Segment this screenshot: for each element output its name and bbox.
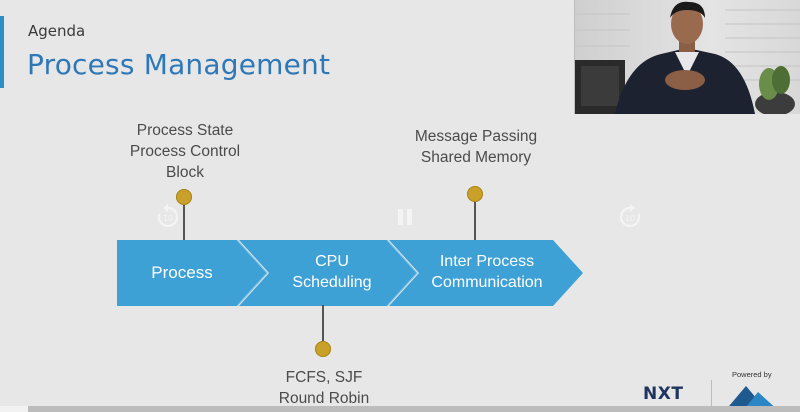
powered-by-label: Powered by (732, 370, 772, 379)
chevron-cpu (239, 240, 417, 306)
nxt-logo-text: NXT (643, 384, 684, 404)
annotation-line: Process State (136, 122, 234, 139)
process-dot (176, 189, 192, 205)
presenter-video (574, 0, 800, 114)
step-inter-process-communication: Inter Process Communication (431, 253, 543, 291)
annotation-line: Round Robin (278, 390, 370, 407)
ipc-dot (467, 186, 483, 202)
process-flow: Process CPU Scheduling Inter Process Com… (117, 240, 583, 306)
pause-icon[interactable] (392, 204, 418, 230)
forward-10-icon[interactable]: 10 (617, 204, 643, 230)
slide-title: Process Management (27, 48, 331, 81)
step-process: Process (151, 263, 213, 282)
chevron-ipc (389, 240, 583, 306)
cpu-dot (315, 341, 331, 357)
svg-text:10: 10 (163, 214, 173, 223)
chevron-process (117, 240, 267, 306)
video-progress-track[interactable] (0, 406, 800, 412)
ipc-stem (474, 196, 476, 242)
rewind-10-icon[interactable]: 10 (155, 204, 181, 230)
cpu-annotation: FCFS, SJF Round Robin (262, 367, 386, 409)
presenter-image (575, 0, 800, 114)
annotation-line: Shared Memory (420, 149, 532, 166)
chevron-shapes (117, 240, 583, 306)
cpu-stem (322, 305, 324, 347)
process-stem (183, 200, 185, 242)
accent-bar (0, 16, 4, 88)
step-cpu-scheduling: CPU Scheduling (292, 253, 372, 291)
process-annotation: Process State Process Control Block (110, 120, 260, 183)
video-progress-fill (0, 406, 28, 412)
annotation-line: Message Passing (414, 128, 538, 145)
section-label: Agenda (28, 22, 86, 40)
brand-divider (711, 380, 712, 412)
annotation-line: Block (166, 164, 204, 181)
ipc-annotation: Message Passing Shared Memory (398, 126, 554, 168)
annotation-line: FCFS, SJF (285, 369, 363, 386)
annotation-line: Process Control (129, 143, 241, 160)
svg-text:10: 10 (625, 214, 635, 223)
